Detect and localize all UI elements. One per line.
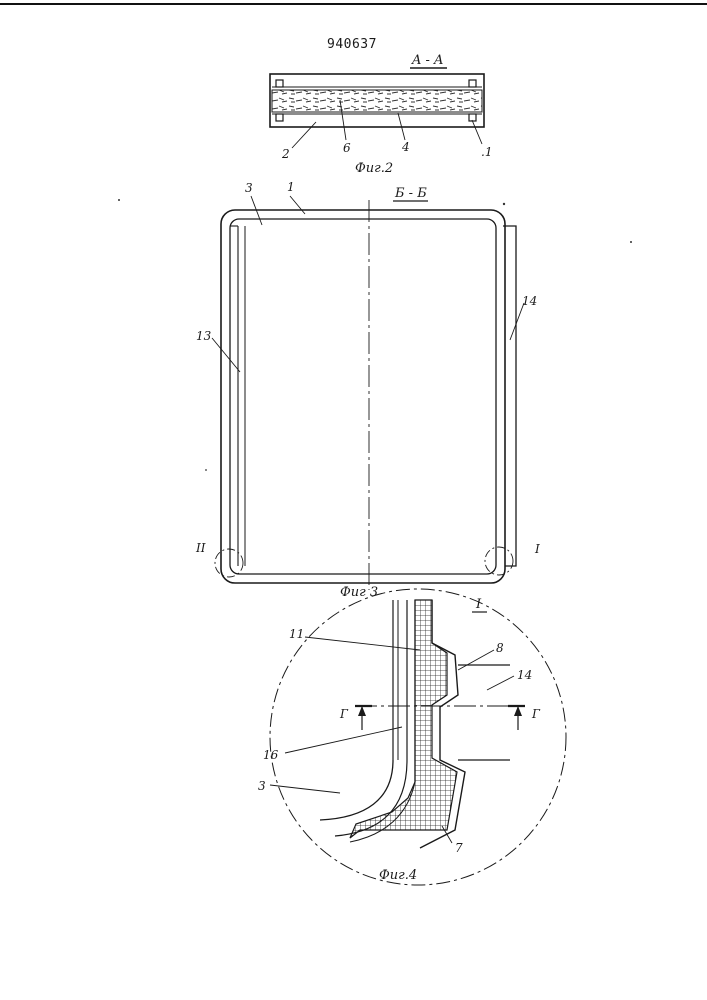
fig2-section-label: A - A	[411, 53, 443, 68]
fig4-label-14: 14	[517, 668, 532, 682]
fig4-label-11: 11	[289, 627, 304, 641]
fig3-label-II: II	[195, 541, 206, 555]
fig3-label-13: 13	[196, 329, 212, 343]
fig2-corner-block-bl	[276, 114, 283, 121]
fig2-corner-block-br	[469, 114, 476, 121]
fig3-label-3: 3	[245, 181, 253, 195]
fig3-label-14: 14	[522, 294, 537, 308]
fig4-section-arrow-left	[355, 706, 372, 730]
fig3-caption: Фиг 3	[340, 585, 378, 600]
fig4-caption: Фиг.4	[379, 868, 417, 883]
fig2-leader-2	[292, 122, 316, 148]
fig4-inner-corner-curve	[320, 760, 393, 820]
fig2-corner-block-tl	[276, 80, 283, 87]
scan-speck	[205, 469, 207, 471]
fig4-label-3: 3	[258, 779, 266, 793]
fig4-detail-content	[320, 600, 520, 848]
figure-2: A - A 2 6 4 .1 Фиг.2	[270, 53, 492, 176]
fig2-fibrous-layer	[272, 90, 482, 112]
fig4-label-16: 16	[263, 748, 279, 762]
fig2-label-1: .1	[481, 145, 492, 159]
figure-4: I	[258, 589, 566, 885]
scan-speck	[118, 199, 120, 201]
fig3-leader-1	[290, 196, 305, 214]
fig3-leader-14	[510, 303, 524, 340]
fig4-label-7: 7	[455, 841, 463, 855]
fig3-detail-circle-I	[485, 547, 513, 575]
fig3-label-1: 1	[287, 180, 295, 194]
figure-3: Б - Б 3 1 14 13 II I Фиг 3	[195, 180, 540, 600]
fig4-leader-11	[305, 637, 420, 650]
fig3-detail-circle-II	[215, 549, 243, 577]
fig4-hatched-insulation	[350, 600, 457, 838]
scan-speck	[503, 203, 505, 205]
fig2-caption: Фиг.2	[355, 161, 393, 176]
fig4-leader-16	[285, 727, 402, 753]
fig4-leader-14	[487, 676, 514, 690]
fig4-label-8: 8	[496, 641, 504, 655]
fig4-leader-8	[458, 650, 494, 670]
fig4-detail-label: I	[475, 597, 482, 612]
fig4-section-mark-right: Г	[531, 707, 541, 721]
fig2-label-2: 2	[281, 147, 290, 161]
fig2-leader-1	[472, 120, 482, 144]
fig2-corner-block-tr	[469, 80, 476, 87]
fig2-label-4: 4	[401, 140, 410, 154]
fig4-right-strip	[458, 665, 510, 760]
fig3-label-I: I	[534, 542, 540, 556]
patent-number: 940637	[327, 37, 377, 52]
fig3-section-label: Б - Б	[394, 186, 427, 201]
fig2-label-6: 6	[343, 141, 351, 155]
fig3-outer-frame	[221, 210, 505, 583]
scan-speck	[630, 241, 632, 243]
fig4-section-mark-left: Г	[339, 707, 349, 721]
fig4-section-arrow-right	[508, 706, 525, 730]
fig3-leader-13	[212, 338, 240, 372]
fig3-inner-frame	[230, 219, 496, 574]
